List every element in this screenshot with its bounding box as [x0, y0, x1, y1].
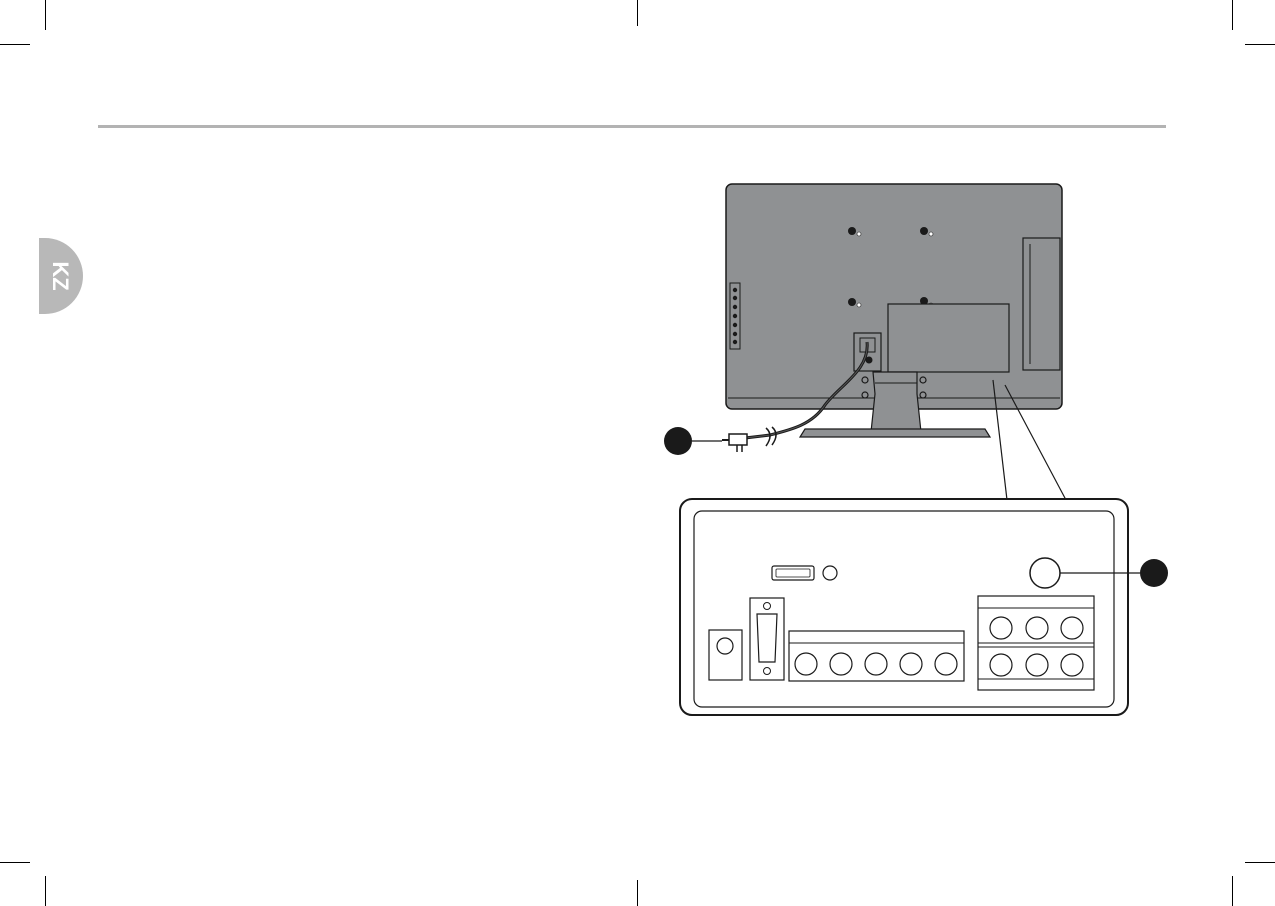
connector-panel [680, 499, 1128, 715]
callout-marker-left [664, 427, 722, 455]
tv-back-panel [726, 184, 1062, 437]
